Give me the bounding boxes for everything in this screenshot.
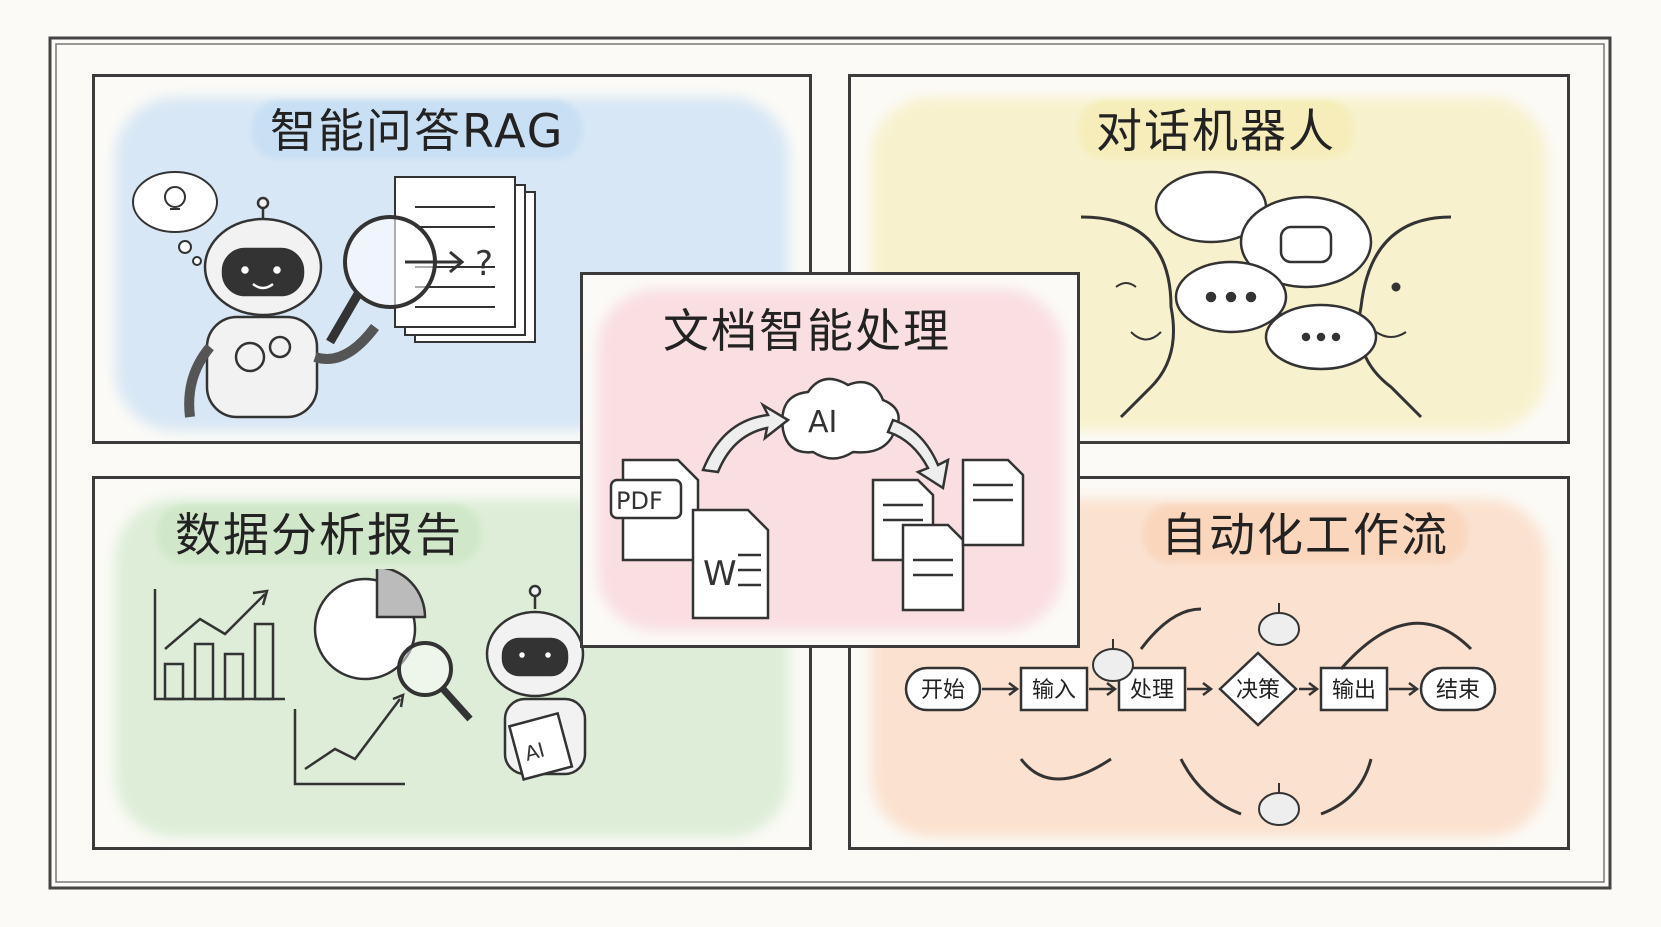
svg-text:W: W	[703, 554, 737, 594]
workflow-step-label: 结束	[1436, 678, 1480, 703]
workflow-step-shape	[904, 666, 982, 712]
workflow-steps: 开始 输入 处理 决策 输出 结束	[904, 651, 1497, 727]
chart-icon	[153, 589, 285, 701]
pie-chart-icon	[313, 569, 427, 681]
panel-doc-title: 文档智能处理	[645, 295, 969, 361]
workflow-step-label: 输出	[1332, 678, 1376, 703]
arrow-icon	[701, 401, 950, 491]
svg-text:PDF: PDF	[616, 487, 663, 515]
workflow-step-label: 开始	[921, 678, 965, 703]
chart-icon	[293, 693, 405, 786]
workflow-arrow	[1299, 682, 1320, 696]
robot-icon: AI	[485, 584, 587, 781]
workflow-step-shape	[1419, 666, 1497, 712]
lightbulb-icon	[132, 171, 218, 266]
workflow-arrow	[1187, 682, 1214, 696]
workflow-arrow	[1389, 682, 1420, 696]
workflow-step-shape	[1218, 651, 1298, 727]
chatbot-illustration	[1080, 170, 1452, 419]
arrow-icon	[1019, 607, 1473, 816]
svg-text:AI: AI	[808, 405, 837, 440]
rag-illustration: ?	[132, 171, 536, 419]
workflow-arrow	[982, 682, 1020, 696]
svg-text:?: ?	[475, 244, 493, 284]
panel-data-title: 数据分析报告	[157, 499, 481, 565]
data-illustration: AI	[153, 569, 587, 786]
workflow-step-label: 决策	[1236, 678, 1280, 703]
workflow-step-label: 输入	[1032, 678, 1076, 703]
magnifier-icon	[397, 641, 473, 722]
panel-rag-title: 智能问答RAG	[252, 95, 583, 161]
workflow-arrow	[1089, 682, 1118, 696]
magnifier-icon: ?	[326, 215, 493, 345]
panel-data: 数据分析报告 AI	[92, 476, 812, 850]
speech-bubble-icon	[1154, 170, 1378, 371]
doc-illustration: AI PDF W	[609, 377, 1025, 620]
panel-chatbot-title: 对话机器人	[1078, 95, 1354, 161]
workflow-step-shape	[1319, 666, 1389, 712]
document-icon	[871, 458, 1025, 612]
panel-doc: 文档智能处理 AI PDF W	[580, 272, 1080, 648]
panel-workflow-title: 自动化工作流	[1143, 499, 1467, 565]
robot-icon	[184, 196, 379, 419]
panel-rag: 智能问答RAG	[92, 74, 812, 444]
face-icon	[1080, 215, 1175, 419]
workflow-step-label: 处理	[1130, 678, 1174, 703]
workflow-diagram: 开始 输入 处理 决策 输出 结束	[904, 603, 1497, 826]
workflow-step-shape	[1019, 666, 1089, 712]
robot-icon	[1092, 603, 1300, 826]
document-icon: PDF W	[609, 458, 770, 620]
brain-icon: AI	[781, 377, 900, 460]
face-icon	[1357, 215, 1452, 419]
